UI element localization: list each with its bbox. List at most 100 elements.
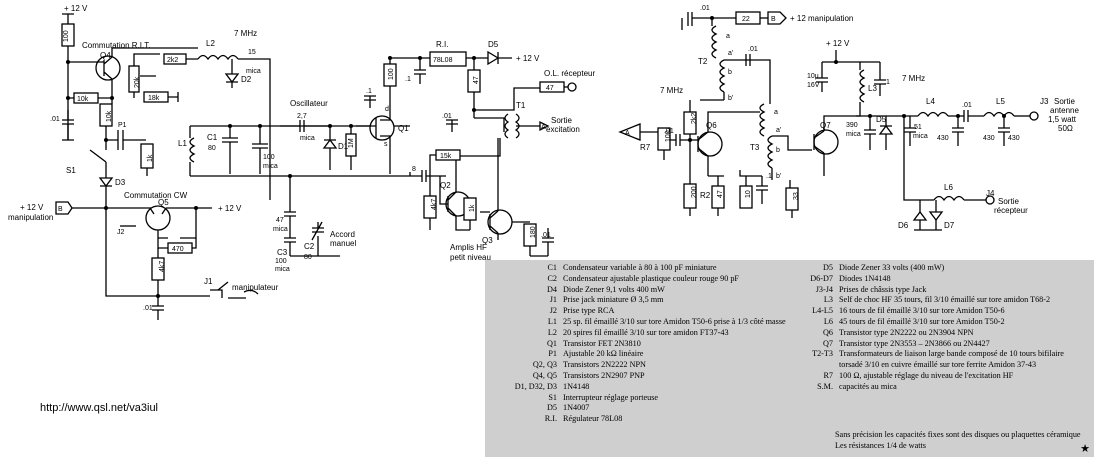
label-t2-a2: a' <box>728 50 733 57</box>
part-desc: Diodes 1N4148 <box>839 273 891 283</box>
transformer-t2-b <box>719 59 726 93</box>
label-t2-b2: b' <box>728 95 733 102</box>
junction-dots <box>66 16 1006 298</box>
label-j1: J1 <box>204 277 213 286</box>
label-t3-a: a <box>774 109 778 116</box>
label-l5: L5 <box>996 97 1005 106</box>
label-b2: B <box>771 16 776 23</box>
label-22: 22 <box>742 16 750 23</box>
transistor-q3 <box>487 209 513 235</box>
part-ref: L1 <box>547 316 557 326</box>
driver-section <box>618 11 840 218</box>
coil-l1 <box>189 137 196 163</box>
part-ref: R7 <box>823 370 833 380</box>
label-q3: Q3 <box>482 236 493 245</box>
label-c01-c: .01 <box>442 113 452 120</box>
label-l4: L4 <box>926 97 935 106</box>
part-desc: Transistors 2N2907 PNP <box>563 370 645 380</box>
label-c47-mica: mica <box>273 226 288 233</box>
label-n8: 8 <box>412 166 416 173</box>
part-ref: C1 <box>547 263 557 272</box>
label-r33: 33 <box>793 192 800 200</box>
part-ref: Q6 <box>822 327 833 337</box>
label-sortie-rec: Sortie <box>998 197 1019 206</box>
label-7mhz-a: 7 MHz <box>234 29 257 38</box>
label-l2: L2 <box>206 39 215 48</box>
label-20k: 20k <box>134 76 141 88</box>
regulator-78l08 <box>429 51 467 67</box>
label-c01-i: .01 <box>962 102 972 109</box>
label-c15: 15 <box>248 49 256 56</box>
oscillator-section <box>189 58 410 257</box>
label-q1: Q1 <box>398 124 409 133</box>
label-c2-val: 80 <box>304 254 312 261</box>
parts-notes: Sans précision les capacités fixes sont … <box>835 430 1081 452</box>
transformer-t1-primary <box>504 113 510 139</box>
label-t3: T3 <box>750 143 760 152</box>
label-t3-b: b <box>776 147 780 154</box>
label-d: d <box>385 106 389 113</box>
label-78l08: 78L08 <box>433 57 453 64</box>
part-ref: L4-L5 <box>812 306 833 316</box>
label-amplis: Amplis HF <box>450 243 487 252</box>
label-c51: 51 <box>914 124 922 131</box>
part-desc: 25 sp. fil émaillé 3/10 sur tore Amidon … <box>563 316 786 326</box>
label-ol: O.L. récepteur <box>544 69 595 78</box>
part-desc: Transistor type 2N3553 – 2N3866 ou 2N442… <box>839 338 990 348</box>
label-c1-3: .1 <box>766 173 772 180</box>
label-c3: C3 <box>277 248 288 257</box>
label-r10: 10 <box>745 190 752 198</box>
label-p1: P1 <box>118 122 127 129</box>
label-2k2: 2k2 <box>167 57 178 64</box>
label-manipulation: manipulation <box>8 213 53 222</box>
parts-row: Q4, Q5 Transistors 2N2907 PNP <box>489 371 786 382</box>
label-c1-4: .1 <box>884 79 890 86</box>
part-ref: D1, D32, D3 <box>514 381 557 391</box>
part-desc: Prises de châssis type Jack <box>839 284 927 294</box>
label-18k: 18k <box>148 95 160 102</box>
label-manuel: manuel <box>330 239 356 248</box>
label-7mhz-b: 7 MHz <box>660 86 683 95</box>
label-manipulateur: manipulateur <box>232 283 279 292</box>
part-ref: C2 <box>547 273 557 283</box>
ol-receiver-jack <box>567 82 577 92</box>
part-ref: D6-D7 <box>810 273 833 283</box>
part-desc: 45 tours de fil émaillé 3/10 sur tore Am… <box>839 316 1005 326</box>
label-1m: 1M <box>348 138 355 148</box>
input-b-manipulation <box>55 201 73 215</box>
label-d5b: D5 <box>876 115 887 124</box>
label-l6: L6 <box>944 183 953 192</box>
label-comm-cw: Commutation CW <box>124 191 188 200</box>
label-c01-a: .01 <box>50 116 60 123</box>
jack-j3 <box>1029 111 1039 121</box>
label-r100: 100 <box>63 30 70 42</box>
output-filter-section <box>816 50 1039 231</box>
cw-section <box>55 196 259 320</box>
part-desc: Prise jack miniature Ø 3,5 mm <box>563 295 664 305</box>
label-470: 470 <box>172 246 184 253</box>
source-url[interactable]: http://www.qsl.net/va3iul <box>40 402 159 414</box>
diode-d6 <box>912 210 928 221</box>
parts-row: S.M.capacités au mica <box>775 382 1064 393</box>
part-ref: Q2, Q3 <box>532 360 557 370</box>
label-c3-val: 100 <box>275 258 287 265</box>
diode-d3 <box>98 177 114 188</box>
resistor-10k-a <box>73 92 99 104</box>
jack-j4 <box>985 195 995 205</box>
label-d2: D2 <box>241 75 252 84</box>
label-c01-h: .01 <box>664 128 674 135</box>
part-desc: Transformateurs de liaison large bande c… <box>839 349 1064 359</box>
label-1k-b: 1k <box>469 204 476 212</box>
resistor-100-osc <box>383 63 397 87</box>
parts-row: R.I.Régulateur 78L08 <box>489 414 786 425</box>
label-r47-a: 47 <box>473 76 480 84</box>
label-b: B <box>58 206 63 213</box>
label-watt: 1,5 watt <box>1048 115 1077 124</box>
part-ref: Q4, Q5 <box>532 370 557 380</box>
